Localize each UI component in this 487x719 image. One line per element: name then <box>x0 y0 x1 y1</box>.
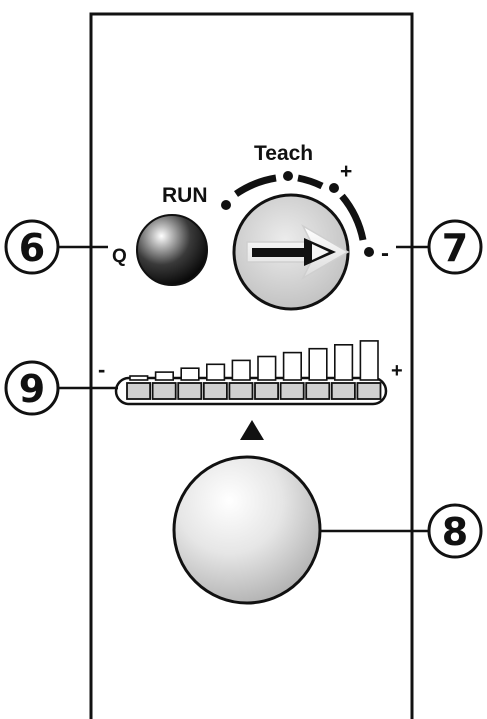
bargraph-segment <box>279 382 305 400</box>
callout-9-number: 9 <box>19 367 45 411</box>
teach-arc <box>221 171 374 257</box>
output-led-q <box>136 214 208 286</box>
callout-8: 8 <box>320 503 483 559</box>
callout-6: 6 <box>4 219 108 275</box>
teach-position-dot <box>283 171 293 181</box>
signal-strength-bargraph <box>114 340 388 406</box>
bargraph-plus-label: + <box>391 360 403 382</box>
level-bar <box>231 359 251 381</box>
bargraph-segment <box>356 382 382 400</box>
bargraph-segment <box>151 382 177 400</box>
dial-minus-label: - <box>381 240 389 267</box>
level-bar <box>129 375 149 381</box>
bargraph-segment <box>202 382 228 400</box>
level-bar <box>359 340 379 381</box>
bargraph-segment <box>254 382 280 400</box>
minus-position-dot <box>364 247 374 257</box>
level-bar <box>257 355 277 381</box>
bargraph-minus-label: - <box>98 357 105 382</box>
run-label: RUN <box>162 184 208 207</box>
bargraph-segment <box>177 382 203 400</box>
teach-push-button[interactable] <box>172 455 322 605</box>
teach-label: Teach <box>254 142 313 165</box>
q-label: Q <box>112 246 127 267</box>
callout-7-number: 7 <box>442 226 468 270</box>
dial-plus-label: + <box>340 160 352 183</box>
level-bar <box>154 371 175 381</box>
callout-7: 7 <box>396 219 483 275</box>
arrow-right-icon <box>246 224 350 280</box>
level-bar <box>333 343 354 381</box>
callout-6-number: 6 <box>19 226 45 270</box>
level-bar <box>180 367 200 381</box>
level-bar <box>282 351 303 381</box>
bargraph-segment <box>330 382 356 400</box>
bargraph-segment <box>126 382 152 400</box>
run-position-dot <box>221 200 231 210</box>
level-bar <box>308 347 328 381</box>
bargraph-segment <box>305 382 331 400</box>
callout-8-number: 8 <box>442 510 468 554</box>
callout-9: 9 <box>4 360 118 416</box>
bargraph-segment <box>228 382 254 400</box>
plus-position-dot <box>329 183 339 193</box>
pointer-triangle-icon <box>240 420 264 440</box>
level-bar <box>206 363 226 381</box>
